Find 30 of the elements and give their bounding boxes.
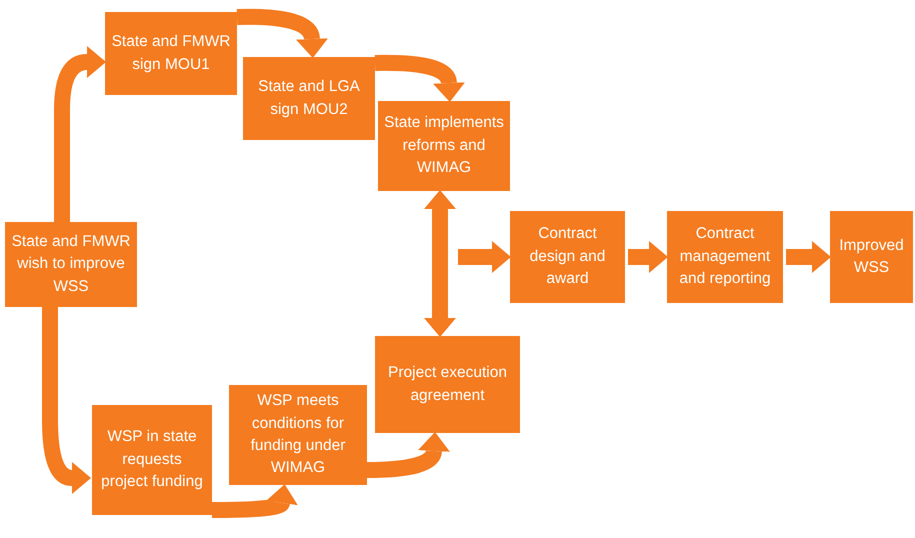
box-label: State implements reforms and WIMAG [384,113,504,178]
box-label: Contract management and reporting [678,224,772,290]
process-box [830,211,913,303]
box-label: WSP in state requests project funding [100,427,204,492]
box-label: Contract design and award [528,224,606,290]
block-arrow [458,241,511,273]
block-arrow [374,54,465,102]
block-arrow [54,46,106,222]
process-box [105,12,237,95]
process-box [510,211,625,303]
process-box [375,336,520,433]
box-label: Improved WSS [838,236,905,278]
box-label: State and FMWR wish to improve WSS [11,232,131,297]
process-box [92,405,212,515]
process-box [243,57,375,140]
box-label: Project execution agreement [387,363,508,406]
box-label: WSP meets conditions for funding under WIMAG [250,391,346,478]
block-arrow [366,432,450,478]
process-box [229,385,367,485]
block-arrow [42,307,91,494]
process-box [378,101,510,191]
process-box [5,222,137,307]
block-arrow [628,241,668,273]
process-box [667,211,783,303]
box-label: State and LGA sign MOU2 [257,77,361,120]
block-arrow [236,8,328,58]
block-arrow [424,190,456,337]
box-label: State and FMWR sign MOU1 [111,32,231,74]
block-arrow [786,241,831,273]
block-arrow [212,486,296,518]
